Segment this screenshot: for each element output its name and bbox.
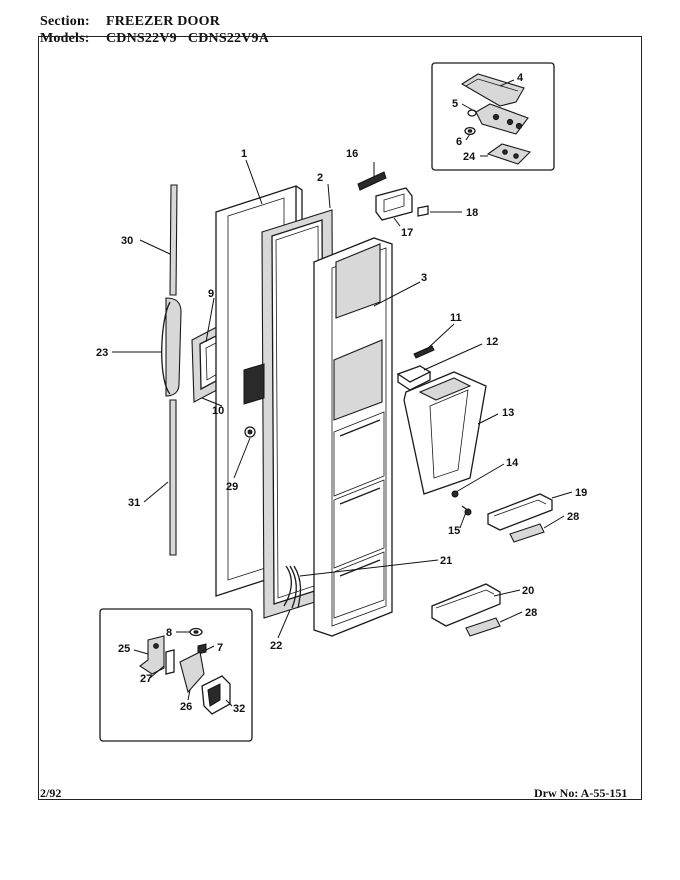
callout-29: 29 (226, 481, 238, 493)
part-27-spacer (165, 649, 175, 675)
callout-20: 20 (522, 585, 534, 597)
part-29-cam (244, 426, 256, 438)
callout-17: 17 (401, 227, 413, 239)
part-3-door-liner (313, 237, 393, 637)
part-4-hinge-cover (460, 73, 525, 107)
part-18-screw (417, 205, 429, 217)
callout-2: 2 (317, 172, 323, 184)
part-26-closure-cam (179, 651, 205, 694)
models-value: CDNS22V9 CDNS22V9A (106, 31, 270, 46)
part-13-dispenser-chute (403, 371, 487, 495)
callout-31: 31 (128, 497, 140, 509)
part-23-door-handle (161, 297, 182, 397)
callout-22: 22 (270, 640, 282, 652)
callout-23: 23 (96, 347, 108, 359)
callout-5: 5 (452, 98, 458, 110)
leader-lines (112, 79, 573, 707)
callout-25: 25 (118, 643, 130, 655)
part-15-screw (461, 505, 472, 516)
part-19-door-shelf (487, 493, 553, 531)
callout-32: 32 (233, 703, 245, 715)
callout-3: 3 (421, 272, 427, 284)
callout-28-lower: 28 (525, 607, 537, 619)
models-label: Models: (40, 31, 90, 46)
callout-18: 18 (466, 207, 478, 219)
callout-27: 27 (140, 673, 152, 685)
hinge-detail-inset (431, 62, 555, 171)
part-32-door-stop (201, 675, 231, 715)
part-31-lower-trim (169, 399, 177, 556)
part-8-washer (189, 627, 203, 637)
footer-date: 2/92 (40, 786, 62, 800)
section-heading: Section: FREEZER DOOR (40, 14, 220, 30)
callout-12: 12 (486, 336, 498, 348)
callout-15: 15 (448, 525, 460, 537)
part-16-switch-bracket (357, 171, 387, 191)
callout-11: 11 (450, 312, 462, 324)
diagram-frame (38, 36, 642, 800)
part-24-hinge-shim (486, 143, 532, 165)
callout-9: 9 (208, 288, 214, 300)
part-30-upper-trim (169, 184, 178, 296)
part-5-hinge-plate (467, 103, 529, 135)
part-21-22-wiring (283, 565, 302, 609)
callout-10: 10 (212, 405, 224, 417)
callout-14: 14 (506, 457, 519, 469)
callout-1: 1 (241, 148, 247, 160)
part-6-washer (464, 126, 476, 136)
callout-28-upper: 28 (567, 511, 579, 523)
part-20-door-shelf (431, 583, 501, 627)
callout-labels: 4 5 6 24 1 2 3 16 17 18 11 12 13 14 15 1… (96, 72, 587, 715)
callout-19: 19 (575, 487, 587, 499)
part-28-shelf-trim-upper (509, 523, 545, 543)
callout-21: 21 (440, 555, 452, 567)
callout-16: 16 (346, 148, 358, 160)
callout-30: 30 (121, 235, 133, 247)
section-label: Section: (40, 14, 90, 29)
callout-8: 8 (166, 627, 172, 639)
dispenser-opening (243, 363, 265, 405)
callout-26: 26 (180, 701, 192, 713)
part-14-washer (451, 490, 459, 498)
models-heading: Models: CDNS22V9 CDNS22V9A (40, 31, 269, 47)
part-17-switch-housing (375, 187, 413, 221)
callout-4: 4 (517, 72, 524, 84)
part-11-spring (413, 345, 435, 359)
part-28-shelf-trim-lower (465, 617, 501, 637)
callout-24: 24 (463, 151, 476, 163)
callout-6: 6 (456, 136, 462, 148)
part-25-hinge-bracket (139, 635, 165, 675)
lower-hinge-inset (99, 608, 253, 742)
footer-drawing-number: Drw No: A-55-151 (534, 786, 628, 800)
section-value: FREEZER DOOR (106, 14, 221, 29)
callout-7: 7 (217, 642, 223, 654)
callout-13: 13 (502, 407, 514, 419)
